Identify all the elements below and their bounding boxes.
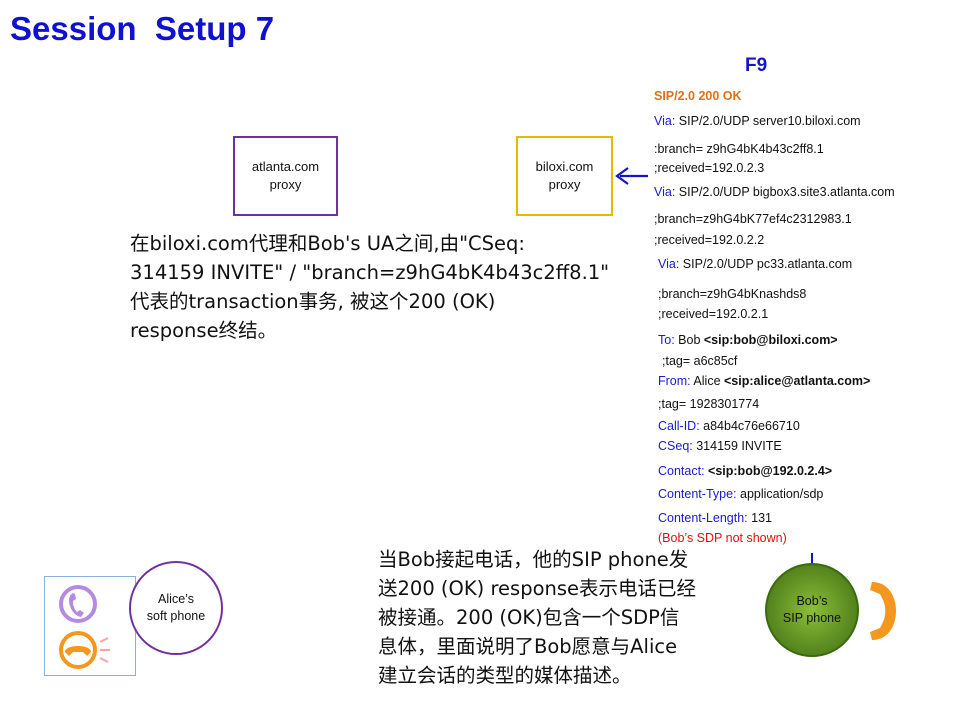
- bob-sip-phone: Bob’s SIP phone: [765, 563, 859, 657]
- alice-label: Alice’s: [158, 592, 194, 606]
- biloxi-proxy-name: biloxi.com: [535, 159, 594, 174]
- transaction-note-line: 在biloxi.com代理和Bob's UA之间,由"CSeq:: [130, 232, 525, 255]
- from-tag: ;tag= 1928301774: [658, 397, 760, 411]
- to-tag: ;tag= a6c85cf: [662, 354, 738, 368]
- answer-note-line: 当Bob接起电话，他的SIP phone发: [378, 548, 689, 571]
- transaction-note: 在biloxi.com代理和Bob's UA之间,由"CSeq: 314159 …: [130, 229, 630, 345]
- contact-value: <sip:bob@192.0.2.4>: [704, 464, 833, 478]
- content-length-key: Content-Length:: [658, 511, 748, 525]
- flow-label: F9: [745, 55, 768, 76]
- arrow-to-biloxi: [615, 167, 648, 185]
- from-key: From:: [658, 374, 691, 388]
- transaction-note-line: response终结。: [130, 319, 278, 342]
- via3-branch: ;branch=z9hG4bKnashds8: [658, 287, 807, 301]
- via2-received: ;received=192.0.2.2: [654, 233, 765, 247]
- content-length-header: Content-Length: 131: [658, 511, 772, 525]
- via2-value: SIP/2.0/UDP bigbox3.site3.atlanta.com: [675, 185, 895, 199]
- biloxi-proxy-role: proxy: [548, 177, 581, 192]
- via2-header: Via: SIP/2.0/UDP bigbox3.site3.atlanta.c…: [654, 185, 895, 199]
- via1-branch: :branch= z9hG4bK4b43c2ff8.1: [654, 142, 824, 156]
- cseq-value: 314159 INVITE: [692, 439, 782, 453]
- via1-received: ;received=192.0.2.3: [654, 161, 765, 175]
- answer-note: 当Bob接起电话，他的SIP phone发 送200 (OK) response…: [378, 545, 748, 690]
- contact-header: Contact: <sip:bob@192.0.2.4>: [658, 464, 832, 478]
- via3-received: ;received=192.0.2.1: [658, 307, 769, 321]
- via2-key: Via:: [654, 185, 676, 199]
- to-name: Bob: [674, 333, 704, 347]
- slide-title: Session Setup 7: [10, 10, 275, 47]
- content-type-value: application/sdp: [736, 487, 824, 501]
- atlanta-proxy-name: atlanta.com: [251, 159, 320, 174]
- status-line: SIP/2.0 200 OK: [654, 89, 742, 103]
- handset-ringing-icon: [59, 631, 110, 669]
- cseq-key: CSeq:: [658, 439, 693, 453]
- bob-label: Bob’s: [796, 594, 828, 608]
- answer-note-line: 送200 (OK) response表示电话已经: [378, 577, 697, 600]
- biloxi-proxy-box: biloxi.com proxy: [516, 136, 613, 216]
- atlanta-proxy-box: atlanta.com proxy: [233, 136, 338, 216]
- answer-note-line: 建立会话的类型的媒体描述。: [378, 664, 632, 687]
- contact-key: Contact:: [658, 464, 705, 478]
- via1-header: Via: SIP/2.0/UDP server10.biloxi.com: [654, 114, 861, 128]
- transaction-note-line: 代表的transaction事务, 被这个200 (OK): [130, 290, 496, 313]
- atlanta-proxy-role: proxy: [269, 177, 302, 192]
- from-uri: <sip:alice@atlanta.com>: [724, 374, 871, 388]
- softphone-icons: [59, 585, 110, 669]
- alice-device-label: soft phone: [146, 609, 206, 623]
- handset-icon: [870, 582, 896, 640]
- callid-value: a84b4c76e66710: [699, 419, 800, 433]
- alice-softphone: Alice’s soft phone: [129, 561, 223, 655]
- via3-value: SIP/2.0/UDP pc33.atlanta.com: [679, 257, 853, 271]
- content-length-value: 131: [747, 511, 772, 525]
- from-name: Alice: [690, 374, 724, 388]
- from-header: From: Alice <sip:alice@atlanta.com>: [658, 374, 870, 388]
- bob-device-label: SIP phone: [782, 611, 842, 625]
- handset-idle-icon: [59, 585, 97, 623]
- answer-note-line: 被接通。200 (OK)包含一个SDP信: [378, 606, 680, 629]
- callid-header: Call-ID: a84b4c76e66710: [658, 419, 800, 433]
- content-type-header: Content-Type: application/sdp: [658, 487, 823, 501]
- to-key: To:: [658, 333, 675, 347]
- transaction-note-line: 314159 INVITE" / "branch=z9hG4bK4b43c2ff…: [130, 261, 610, 284]
- cseq-header: CSeq: 314159 INVITE: [658, 439, 782, 453]
- via1-value: SIP/2.0/UDP server10.biloxi.com: [675, 114, 861, 128]
- via3-key: Via:: [658, 257, 680, 271]
- via3-header: Via: SIP/2.0/UDP pc33.atlanta.com: [658, 257, 852, 271]
- to-uri: <sip:bob@biloxi.com>: [703, 333, 838, 347]
- sdp-note: (Bob’s SDP not shown): [658, 531, 787, 545]
- to-header: To: Bob <sip:bob@biloxi.com>: [658, 333, 838, 347]
- content-type-key: Content-Type:: [658, 487, 737, 501]
- via1-key: Via:: [654, 114, 676, 128]
- answer-note-line: 息体，里面说明了Bob愿意与Alice: [378, 635, 678, 658]
- via2-branch: ;branch=z9hG4bK77ef4c2312983.1: [654, 212, 852, 226]
- callid-key: Call-ID:: [658, 419, 700, 433]
